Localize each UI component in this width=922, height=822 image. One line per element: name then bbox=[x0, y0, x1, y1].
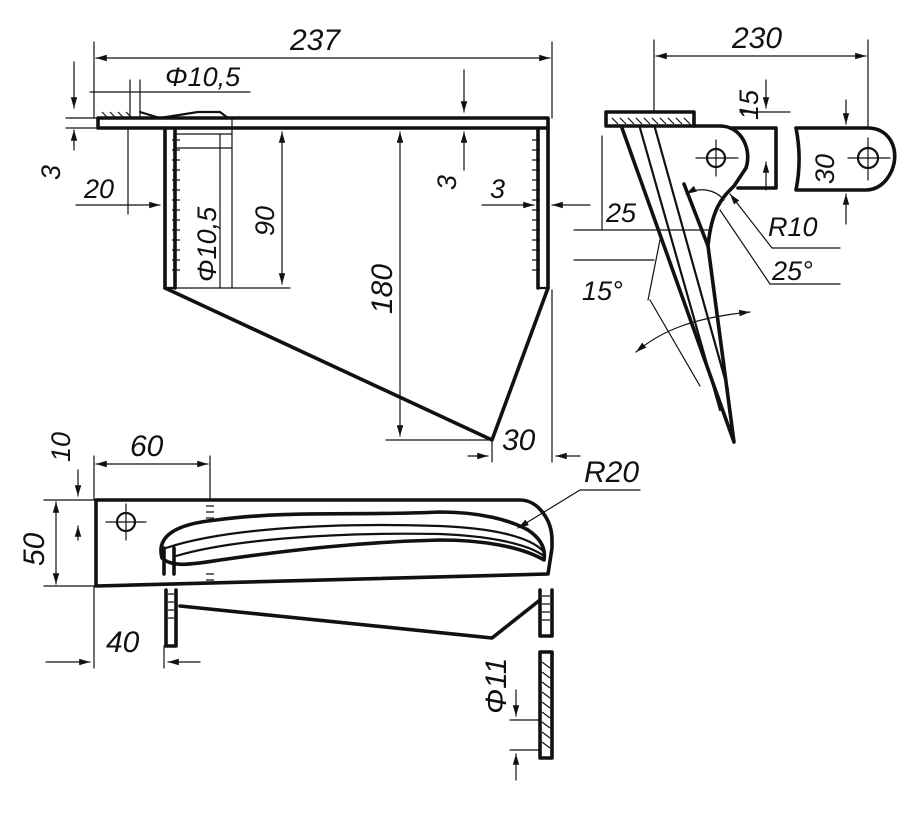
dim-right-3: 3 bbox=[490, 174, 505, 204]
dim-plan-60: 60 bbox=[130, 430, 164, 463]
dim-angle-15: 15° bbox=[582, 276, 623, 306]
strap-far bbox=[794, 126, 897, 192]
dim-180: 180 bbox=[366, 264, 399, 314]
left-flange-hatch bbox=[172, 139, 180, 271]
strap-near bbox=[728, 126, 778, 190]
dim-25: 25 bbox=[605, 198, 637, 228]
dim-20: 20 bbox=[83, 174, 114, 204]
dim-230: 230 bbox=[731, 22, 782, 55]
dim-angle-25: 25° bbox=[771, 256, 813, 286]
plan-outline bbox=[94, 498, 554, 588]
dim-plan-10: 10 bbox=[46, 432, 76, 462]
dim-237: 237 bbox=[289, 24, 341, 57]
dim-left-3: 3 bbox=[36, 165, 66, 180]
pin-detail: Φ11 bbox=[480, 650, 554, 781]
dim-r10: R10 bbox=[768, 212, 818, 242]
dim-90: 90 bbox=[250, 206, 280, 236]
dim-tip-30: 30 bbox=[502, 424, 536, 457]
dim-mid-3: 3 bbox=[432, 175, 462, 190]
dim-plan-50: 50 bbox=[18, 532, 51, 566]
dim-plan-40: 40 bbox=[106, 626, 140, 659]
curved-strip bbox=[159, 510, 547, 567]
dim-side-30: 30 bbox=[810, 154, 840, 184]
slanted-leg bbox=[620, 126, 736, 444]
front-view: 237 Φ10,5 3 20 Φ10,5 90 180 3 bbox=[36, 24, 591, 463]
plan-view: 10 60 50 40 R20 bbox=[18, 430, 641, 669]
side-view: 230 15 30 25 R10 25° 15° bbox=[573, 22, 897, 444]
dim-top-hole: Φ10,5 bbox=[165, 62, 241, 92]
dim-pin-11: Φ11 bbox=[480, 658, 513, 714]
lower-brace bbox=[163, 286, 550, 442]
right-flange-hatch bbox=[532, 139, 540, 271]
dim-r20: R20 bbox=[584, 456, 639, 489]
pin bbox=[538, 650, 554, 760]
dim-side-hole: Φ10,5 bbox=[192, 206, 222, 282]
dim-15: 15 bbox=[734, 89, 764, 120]
